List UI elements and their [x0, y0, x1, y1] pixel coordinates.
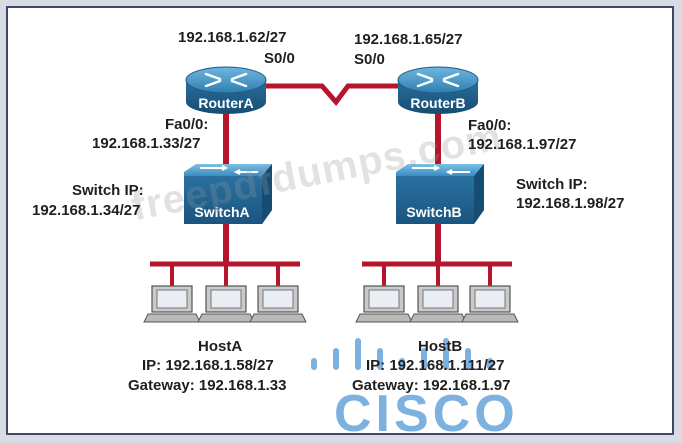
- pc-icon: [143, 285, 201, 323]
- router-b-label: RouterB: [410, 95, 465, 111]
- switch-b-label: SwitchB: [406, 204, 461, 220]
- router-b-serial-interface: S0/0: [354, 51, 385, 68]
- hostb-name: HostB: [418, 338, 463, 355]
- hostb-pcs: [355, 285, 519, 323]
- switch-b-ip-label: Switch IP:: [516, 176, 588, 193]
- router-a-serial-ip: 192.168.1.62/27: [178, 29, 287, 46]
- pc-icon: [355, 285, 413, 323]
- router-b-serial-ip: 192.168.1.65/27: [354, 31, 463, 48]
- router-b-fa-interface: Fa0/0:: [468, 117, 512, 134]
- pc-icon: [409, 285, 467, 323]
- router-b-icon: [397, 66, 479, 114]
- router-b-fa-ip: 192.168.1.97/27: [468, 136, 577, 153]
- router-a-icon: [185, 66, 267, 114]
- router-a-label: RouterA: [198, 95, 253, 111]
- cisco-logo-icon: [311, 338, 493, 370]
- pc-icon: [249, 285, 307, 323]
- switch-b-ip: 192.168.1.98/27: [516, 195, 625, 212]
- switch-a-ip-label: Switch IP:: [72, 182, 144, 199]
- pc-icon: [197, 285, 255, 323]
- hosta-ip: IP: 192.168.1.58/27: [142, 357, 274, 374]
- switch-a-ip: 192.168.1.34/27: [32, 202, 141, 219]
- hostb-ip: IP: 192.168.1.111/27: [366, 357, 505, 374]
- hosta-name: HostA: [198, 338, 243, 355]
- serial-link: [262, 83, 398, 106]
- hostb-gateway: Gateway: 192.168.1.97: [352, 377, 511, 394]
- router-a-fa-ip: 192.168.1.33/27: [92, 135, 201, 152]
- router-a-serial-interface: S0/0: [264, 50, 295, 67]
- hosta-pcs: [143, 285, 307, 323]
- links: [150, 83, 512, 286]
- hosta-gateway: Gateway: 192.168.1.33: [128, 377, 287, 394]
- switch-a-icon: [184, 164, 272, 224]
- router-a-fa-interface: Fa0/0:: [165, 116, 209, 133]
- pc-icon: [461, 285, 519, 323]
- cisco-logo-text: CISCO: [334, 385, 519, 443]
- diagram-frame: [6, 6, 674, 435]
- switch-b-icon: [396, 164, 484, 224]
- switch-a-label: SwitchA: [194, 204, 249, 220]
